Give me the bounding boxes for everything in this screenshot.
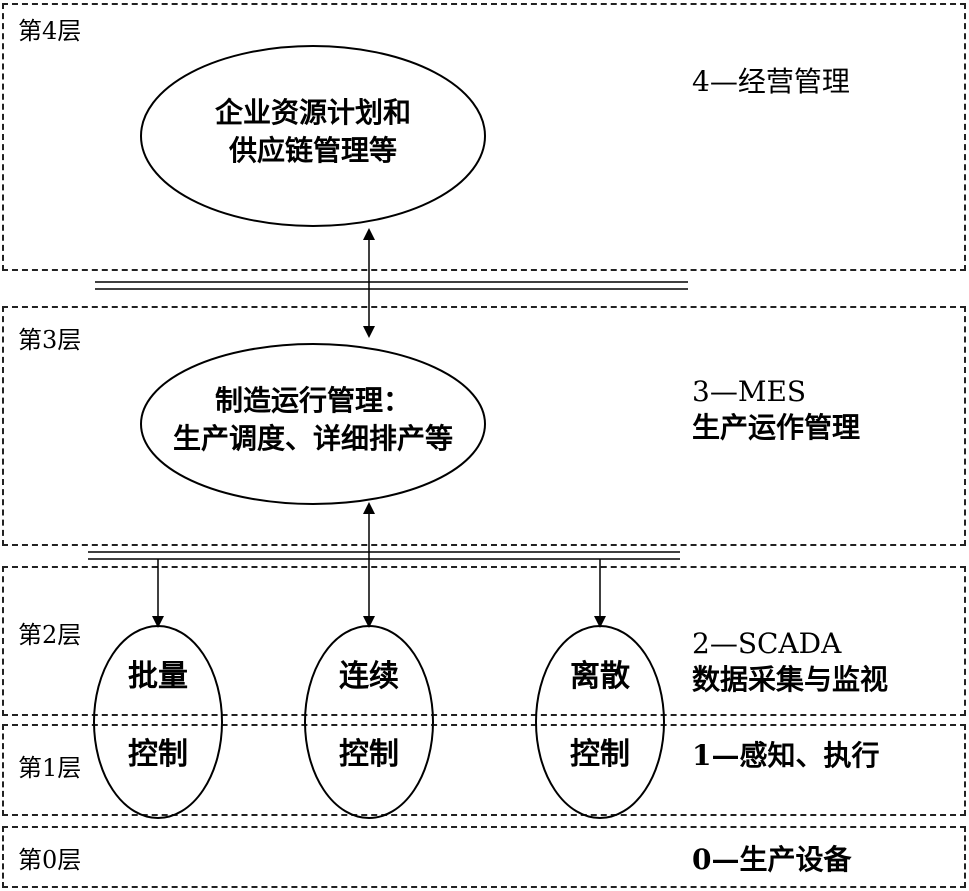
layer-4-box: 第4层 bbox=[2, 3, 966, 271]
layer-2-desc-line-2: 数据采集与监视 bbox=[692, 663, 889, 696]
mes-ellipse bbox=[140, 343, 486, 505]
continuous-control-ellipse bbox=[304, 625, 434, 819]
discrete-top-text: 离散 bbox=[570, 659, 630, 694]
layer-0-description: 0—生产设备 bbox=[692, 842, 851, 878]
erp-ellipse bbox=[140, 45, 486, 227]
layer-3-box: 第3层 bbox=[2, 306, 966, 546]
layer-4-description: 4—经营管理 bbox=[692, 64, 850, 100]
layer-0-box: 第0层 bbox=[2, 826, 966, 888]
mes-line-1: 制造运行管理： bbox=[214, 384, 411, 417]
mes-node-text: 制造运行管理： 生产调度、详细排产等 bbox=[148, 382, 478, 458]
layer-3-label: 第3层 bbox=[18, 326, 82, 354]
layer-1-box: 第1层 bbox=[2, 724, 966, 816]
erp-line-1: 企业资源计划和 bbox=[214, 96, 411, 129]
layer-3-desc-line-1: 3—MES bbox=[692, 375, 807, 408]
layer-4-desc-line-1: 4—经营管理 bbox=[692, 65, 850, 98]
layer-1-label: 第1层 bbox=[18, 754, 82, 782]
discrete-control-ellipse bbox=[535, 625, 665, 819]
layer-4-label: 第4层 bbox=[18, 17, 82, 45]
layer-2-desc-line-1: 2—SCADA bbox=[692, 627, 842, 660]
batch-control-ellipse bbox=[93, 625, 223, 819]
batch-bottom-text: 控制 bbox=[128, 737, 188, 772]
layer-3-description: 3—MES 生产运作管理 bbox=[692, 374, 860, 446]
erp-node-text: 企业资源计划和 供应链管理等 bbox=[163, 94, 463, 170]
layer-0-label: 第0层 bbox=[18, 846, 82, 874]
erp-line-2: 供应链管理等 bbox=[228, 134, 397, 167]
layer-1-description: 1—感知、执行 bbox=[692, 738, 879, 774]
mes-line-2: 生产调度、详细排产等 bbox=[172, 422, 453, 455]
discrete-bottom-text: 控制 bbox=[570, 737, 630, 772]
batch-top-text: 批量 bbox=[128, 659, 188, 694]
layer-2-box: 第2层 bbox=[2, 566, 966, 716]
layer-2-label: 第2层 bbox=[18, 621, 82, 649]
layer-3-desc-line-2: 生产运作管理 bbox=[692, 411, 861, 444]
layer-2-description: 2—SCADA 数据采集与监视 bbox=[692, 626, 888, 698]
layer-0-desc-line-1: 0—生产设备 bbox=[692, 843, 852, 876]
continuous-top-text: 连续 bbox=[339, 659, 399, 694]
continuous-bottom-text: 控制 bbox=[339, 737, 399, 772]
layer-1-desc-line-1: 1—感知、执行 bbox=[692, 739, 880, 772]
